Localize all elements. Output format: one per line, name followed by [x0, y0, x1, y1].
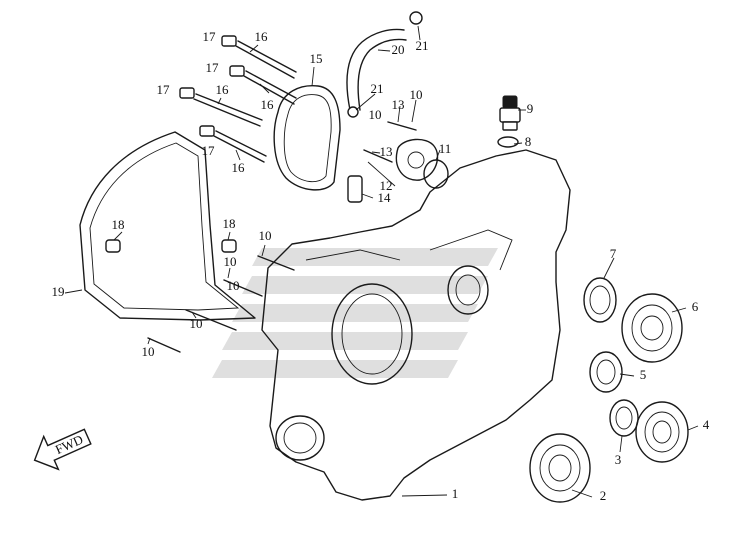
forward-direction-arrow: FWD — [33, 428, 92, 471]
crankcase — [261, 149, 571, 501]
callout-17c: 17 — [157, 82, 171, 97]
leader-lines — [64, 25, 699, 498]
hose-clamp — [347, 106, 359, 118]
sealing-washer — [497, 136, 519, 148]
callout-10f: 10 — [142, 344, 155, 359]
callout-21b: 21 — [371, 81, 384, 96]
callout-7: 7 — [610, 246, 617, 261]
callout-10a: 10 — [410, 87, 423, 102]
bolts-10 — [147, 121, 417, 353]
bearing-seal-3 — [609, 399, 639, 437]
bearing-4 — [635, 401, 689, 463]
callout-19: 19 — [52, 284, 65, 299]
callout-16d: 16 — [232, 160, 246, 175]
callout-16a: 16 — [255, 29, 269, 44]
callout-13b: 13 — [380, 144, 393, 159]
callout-20: 20 — [392, 42, 405, 57]
callout-9: 9 — [527, 101, 534, 116]
callout-8: 8 — [525, 134, 532, 149]
temperature-sensor — [499, 95, 521, 131]
callout-17b: 17 — [206, 60, 220, 75]
bushing — [105, 239, 121, 253]
callout-10b: 10 — [369, 107, 382, 122]
callout-6: 6 — [692, 299, 699, 314]
bushing — [221, 239, 237, 253]
bearing-2 — [529, 433, 591, 503]
bearing-6 — [621, 293, 683, 363]
callout-17a: 17 — [203, 29, 217, 44]
callout-2: 2 — [600, 488, 607, 503]
callout-10e: 10 — [190, 316, 203, 331]
breather-hose — [346, 28, 405, 111]
callout-14: 14 — [378, 190, 392, 205]
callout-17d: 17 — [202, 143, 216, 158]
bearing-5 — [589, 351, 623, 393]
bearing-seal-7 — [583, 277, 617, 323]
callout-10c: 10 — [259, 228, 272, 243]
callout-21a: 21 — [416, 38, 429, 53]
large-gasket — [79, 131, 256, 321]
callout-10d: 10 — [224, 254, 237, 269]
callout-4: 4 — [703, 417, 710, 432]
callout-10g: 10 — [227, 278, 240, 293]
callout-11: 11 — [439, 141, 452, 156]
cover-gasket — [273, 85, 341, 191]
callout-16c: 16 — [216, 82, 230, 97]
cover-plate — [395, 138, 439, 181]
callout-1: 1 — [452, 486, 459, 501]
callout-13a: 13 — [392, 97, 405, 112]
connector-tube — [347, 175, 363, 203]
callout-12: 12 — [380, 178, 393, 193]
callout-18b: 18 — [223, 216, 236, 231]
callout-5: 5 — [640, 367, 647, 382]
hose-clamp — [409, 11, 423, 25]
callout-3: 3 — [615, 452, 622, 467]
callout-15: 15 — [310, 51, 323, 66]
watermark-logo — [212, 248, 498, 378]
callout-labels: 1 2 3 4 5 6 7 8 9 10 10 10 10 10 10 10 1… — [52, 29, 710, 503]
stud-bolts-16 — [179, 35, 297, 163]
callout-16b: 16 — [261, 97, 275, 112]
callout-18a: 18 — [112, 217, 125, 232]
